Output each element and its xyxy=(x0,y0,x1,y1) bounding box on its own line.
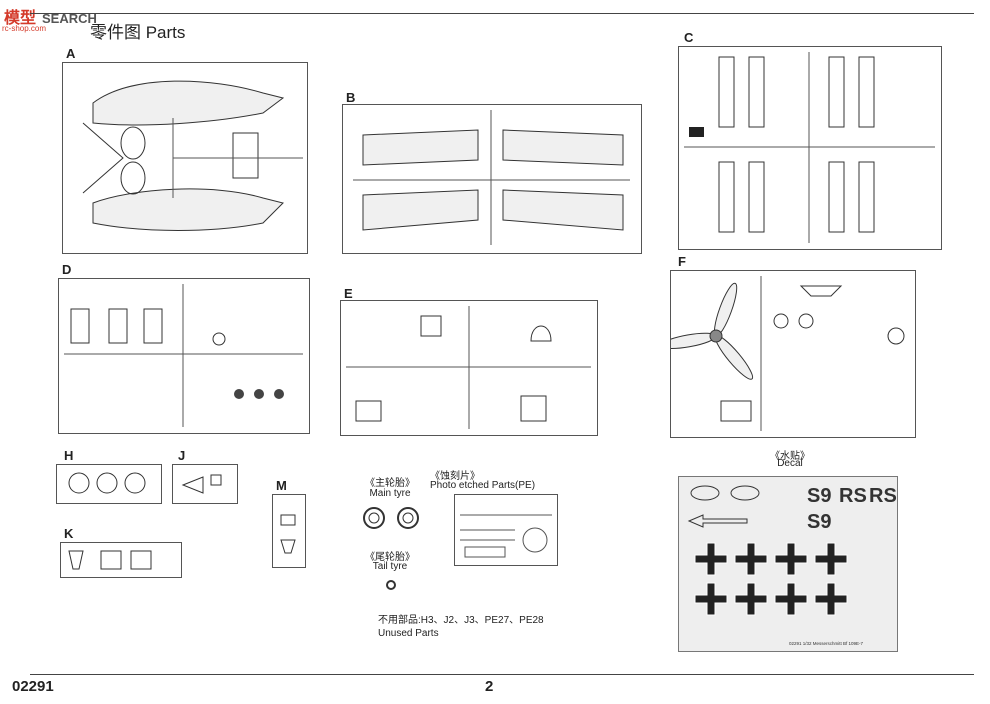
sprue-label-m: M xyxy=(276,478,287,493)
sprue-label-c: C xyxy=(684,30,694,45)
page-number: 2 xyxy=(485,678,494,695)
sprue-c-drawing xyxy=(684,52,935,243)
sprue-h xyxy=(56,464,162,504)
main-tyres xyxy=(363,507,419,529)
sprue-e-drawing xyxy=(346,306,591,429)
decal-caption-en: Decal xyxy=(777,458,803,469)
sprue-m xyxy=(272,494,306,568)
sprue-h-drawing xyxy=(68,472,146,494)
pe-caption-en: Photo etched Parts(PE) xyxy=(430,480,536,491)
sprue-label-e: E xyxy=(344,286,353,301)
sprue-label-j: J xyxy=(178,448,186,463)
sprue-label-b: B xyxy=(346,90,356,105)
sprue-e xyxy=(340,300,598,436)
sprue-k xyxy=(60,542,182,578)
sprue-label-d: D xyxy=(62,262,72,277)
sprue-a-drawing xyxy=(82,80,303,231)
sprue-b-drawing xyxy=(353,110,630,245)
sprue-c xyxy=(678,46,942,250)
sprue-a xyxy=(62,62,308,254)
unused-parts-cn: 不用部品:H3、J2、J3、PE27、PE28 xyxy=(378,615,544,626)
sprue-b xyxy=(342,104,642,254)
sprue-d-drawing xyxy=(64,284,303,427)
sprue-j xyxy=(172,464,238,504)
decal-crosses xyxy=(694,542,848,616)
watermark-url: rc-shop.com xyxy=(2,24,47,33)
sprue-k-drawing xyxy=(68,550,152,570)
tail-tyre-caption-cn: 《尾轮胎》 xyxy=(365,552,415,563)
unused-parts-en: Unused Parts xyxy=(378,628,439,639)
sprue-label-f: F xyxy=(678,254,686,269)
decal-emblems xyxy=(690,485,760,501)
watermark-logo: 模型 SEARCH xyxy=(4,4,97,28)
main-tyre-caption-en: Main tyre xyxy=(369,488,411,499)
sprue-d xyxy=(58,278,310,434)
tail-tyre xyxy=(386,580,396,590)
decal-code-1: S9 xyxy=(807,485,832,507)
pe-fret-drawing xyxy=(460,514,552,558)
decal-sheet: S9 RS RS S9 02291 1/32 Messerschmitt Bf … xyxy=(678,476,898,652)
pe-fret xyxy=(454,494,558,566)
watermark-brand: 模型 xyxy=(4,10,37,27)
sprue-label-h: H xyxy=(64,448,74,463)
decal-code-4: S9 xyxy=(807,511,832,533)
decal-caption-cn: 《水贴》 xyxy=(770,451,810,462)
decal-code-2: RS xyxy=(839,485,867,507)
sprue-f xyxy=(660,270,916,438)
decal-arrow xyxy=(687,514,748,528)
sprue-j-drawing xyxy=(181,474,222,494)
bottom-rule xyxy=(30,674,974,675)
decal-code-3: RS xyxy=(869,485,897,507)
main-tyre-caption-cn: 《主轮胎》 xyxy=(365,478,415,489)
decal-sheet-footer: 02291 1/32 Messerschmitt Bf 109E-7 xyxy=(789,641,864,646)
kit-code: 02291 xyxy=(12,678,54,695)
page-title: 零件图 Parts xyxy=(90,23,186,42)
tail-tyre-caption-en: Tail tyre xyxy=(372,561,408,572)
sprue-label-k: K xyxy=(64,526,74,541)
watermark-search: SEARCH xyxy=(42,11,97,26)
sprue-f-drawing xyxy=(660,276,905,431)
sprue-label-a: A xyxy=(66,46,76,61)
pe-caption-cn: 《蚀刻片》 xyxy=(430,471,480,482)
top-rule xyxy=(30,13,974,14)
sprue-m-drawing xyxy=(280,514,296,554)
